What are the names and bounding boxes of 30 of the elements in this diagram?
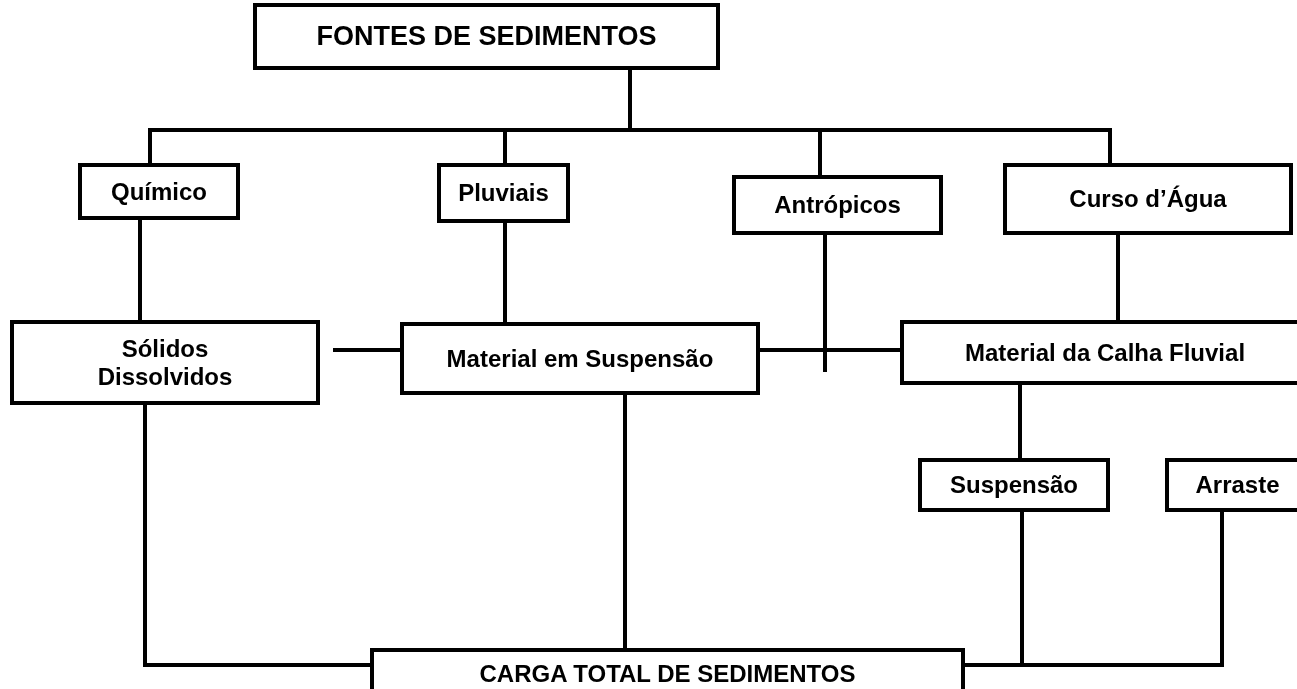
box-label: Sólidos Dissolvidos	[96, 334, 234, 391]
connector-line	[503, 223, 507, 322]
box-label: Suspensão	[949, 471, 1078, 499]
box-label: Pluviais	[458, 179, 549, 207]
connector-line	[143, 405, 370, 667]
connector-line	[1018, 385, 1022, 458]
connector-line	[965, 512, 1224, 667]
connector-line	[138, 220, 142, 320]
process-box	[400, 322, 760, 395]
box-label: Material da Calha Fluvial	[964, 338, 1246, 367]
process-box	[918, 458, 1110, 512]
process-box	[437, 163, 570, 223]
connector-line	[823, 235, 900, 374]
process-box	[1003, 163, 1293, 235]
box-label: Químico	[111, 177, 207, 206]
process-box	[78, 163, 240, 220]
process-box	[732, 175, 943, 235]
box-label: Arraste	[1195, 471, 1280, 499]
process-box	[10, 320, 320, 405]
process-box	[1165, 458, 1297, 512]
process-box	[253, 3, 720, 70]
box-label: Curso d’Água	[1069, 185, 1227, 213]
box-label: CARGA TOTAL DE SEDIMENTOS	[479, 660, 856, 688]
box-label: Material em Suspensão	[446, 344, 714, 373]
box-label: Antrópicos	[774, 191, 901, 219]
box-label: FONTES DE SEDIMENTOS	[316, 20, 657, 52]
connector-line	[1116, 235, 1120, 320]
connector-line	[333, 348, 400, 352]
connector-line	[623, 395, 627, 648]
process-box	[900, 320, 1297, 385]
